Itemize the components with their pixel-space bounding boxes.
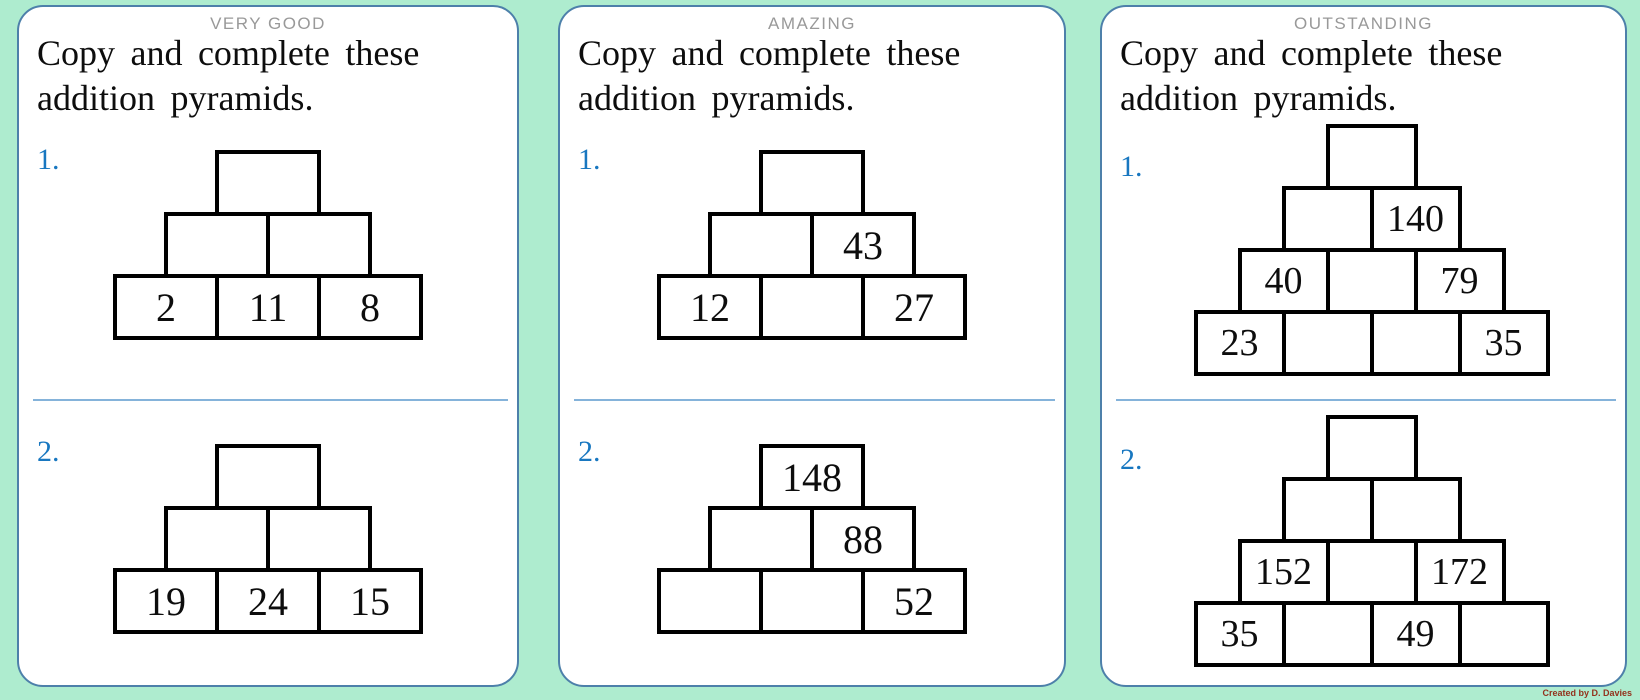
- pyramid-cell-filled: 52: [861, 568, 967, 634]
- pyramid-cell-empty: [1281, 186, 1374, 252]
- instruction-text: Copy and complete these addition pyramid…: [1120, 31, 1615, 121]
- pyramid-row: [19, 506, 517, 572]
- panel-title: OUTSTANDING: [1294, 14, 1433, 33]
- instruction-line-2: addition pyramids.: [578, 78, 855, 118]
- instruction-line-1: Copy and complete these: [1120, 33, 1503, 73]
- pyramid-cell-empty: [759, 150, 865, 216]
- instruction-line-1: Copy and complete these: [578, 33, 961, 73]
- panel-outstanding: OUTSTANDING Copy and complete these addi…: [1100, 5, 1627, 687]
- pyramid-cell-filled: 88: [810, 506, 916, 572]
- panel-title: VERY GOOD: [210, 14, 326, 33]
- pyramid-row: 12 27: [560, 274, 1064, 340]
- pyramid-row: [1110, 415, 1633, 481]
- pyramid-cell-empty: [164, 212, 270, 278]
- pyramid-cell-filled: 8: [317, 274, 423, 340]
- pyramid-cell-filled: 140: [1369, 186, 1462, 252]
- pyramid-cell-empty: [164, 506, 270, 572]
- pyramid-row: [1110, 124, 1633, 190]
- addition-pyramid: 43 12 27: [560, 150, 1064, 340]
- pyramid-cell-empty: [708, 506, 814, 572]
- pyramid-cell-filled: 24: [215, 568, 321, 634]
- pyramid-row: 40 79: [1110, 248, 1633, 314]
- pyramid-cell-filled: 27: [861, 274, 967, 340]
- pyramid-row: 23 35: [1110, 310, 1633, 376]
- section-divider: [574, 399, 1055, 401]
- pyramid-cell-filled: 49: [1369, 601, 1462, 667]
- pyramid-cell-filled: 35: [1457, 310, 1550, 376]
- addition-pyramid: 152 172 35 49: [1110, 415, 1633, 667]
- pyramid-cell-empty: [1325, 248, 1418, 314]
- pyramid-cell-empty: [657, 568, 763, 634]
- puzzle-number-label: 2.: [1120, 443, 1143, 476]
- section-divider: [33, 399, 508, 401]
- pyramid-cell-filled: 35: [1193, 601, 1286, 667]
- pyramid-cell-empty: [215, 150, 321, 216]
- section-divider: [1116, 399, 1616, 401]
- pyramid-cell-empty: [1457, 601, 1550, 667]
- pyramid-cell-empty: [215, 444, 321, 510]
- panel-very-good: VERY GOOD Copy and complete these additi…: [17, 5, 519, 687]
- pyramid-cell-empty: [266, 212, 372, 278]
- instruction-line-1: Copy and complete these: [37, 33, 420, 73]
- puzzle-number-label: 1.: [1120, 150, 1143, 183]
- instruction-line-2: addition pyramids.: [1120, 78, 1397, 118]
- pyramid-cell-filled: 19: [113, 568, 219, 634]
- puzzle-number-label: 1.: [37, 143, 60, 176]
- pyramid-cell-filled: 148: [759, 444, 865, 510]
- pyramid-cell-empty: [1325, 415, 1418, 481]
- panel-title: AMAZING: [768, 14, 856, 33]
- pyramid-row: [19, 212, 517, 278]
- pyramid-row: 140: [1110, 186, 1633, 252]
- pyramid-row: 148: [560, 444, 1064, 510]
- pyramid-cell-empty: [1369, 310, 1462, 376]
- pyramid-cell-empty: [708, 212, 814, 278]
- pyramid-cell-empty: [1281, 310, 1374, 376]
- panel-amazing: AMAZING Copy and complete these addition…: [558, 5, 1066, 687]
- credit-text: Created by D. Davies: [1542, 688, 1632, 698]
- pyramid-row: [19, 444, 517, 510]
- instruction-line-2: addition pyramids.: [37, 78, 314, 118]
- addition-pyramid: 140 40 79 23 35: [1110, 124, 1633, 376]
- pyramid-row: 88: [560, 506, 1064, 572]
- pyramid-cell-filled: 43: [810, 212, 916, 278]
- pyramid-row: [19, 150, 517, 216]
- pyramid-cell-empty: [1325, 539, 1418, 605]
- puzzle-number-label: 2.: [578, 435, 601, 468]
- pyramid-cell-empty: [759, 568, 865, 634]
- pyramid-cell-filled: 40: [1237, 248, 1330, 314]
- pyramid-cell-empty: [1281, 601, 1374, 667]
- pyramid-cell-filled: 172: [1413, 539, 1506, 605]
- pyramid-cell-filled: 11: [215, 274, 321, 340]
- puzzle-number-label: 1.: [578, 143, 601, 176]
- pyramid-cell-filled: 23: [1193, 310, 1286, 376]
- pyramid-row: 152 172: [1110, 539, 1633, 605]
- puzzle-number-label: 2.: [37, 435, 60, 468]
- instruction-text: Copy and complete these addition pyramid…: [578, 31, 1054, 121]
- pyramid-cell-filled: 2: [113, 274, 219, 340]
- pyramid-cell-empty: [759, 274, 865, 340]
- pyramid-cell-empty: [1325, 124, 1418, 190]
- pyramid-cell-filled: 15: [317, 568, 423, 634]
- pyramid-row: 35 49: [1110, 601, 1633, 667]
- instruction-text: Copy and complete these addition pyramid…: [37, 31, 507, 121]
- pyramid-cell-empty: [1281, 477, 1374, 543]
- pyramid-cell-empty: [266, 506, 372, 572]
- pyramid-cell-filled: 12: [657, 274, 763, 340]
- pyramid-cell-filled: 79: [1413, 248, 1506, 314]
- pyramid-row: 52: [560, 568, 1064, 634]
- pyramid-row: [560, 150, 1064, 216]
- pyramid-row: 43: [560, 212, 1064, 278]
- pyramid-row: [1110, 477, 1633, 543]
- pyramid-cell-filled: 152: [1237, 539, 1330, 605]
- pyramid-cell-empty: [1369, 477, 1462, 543]
